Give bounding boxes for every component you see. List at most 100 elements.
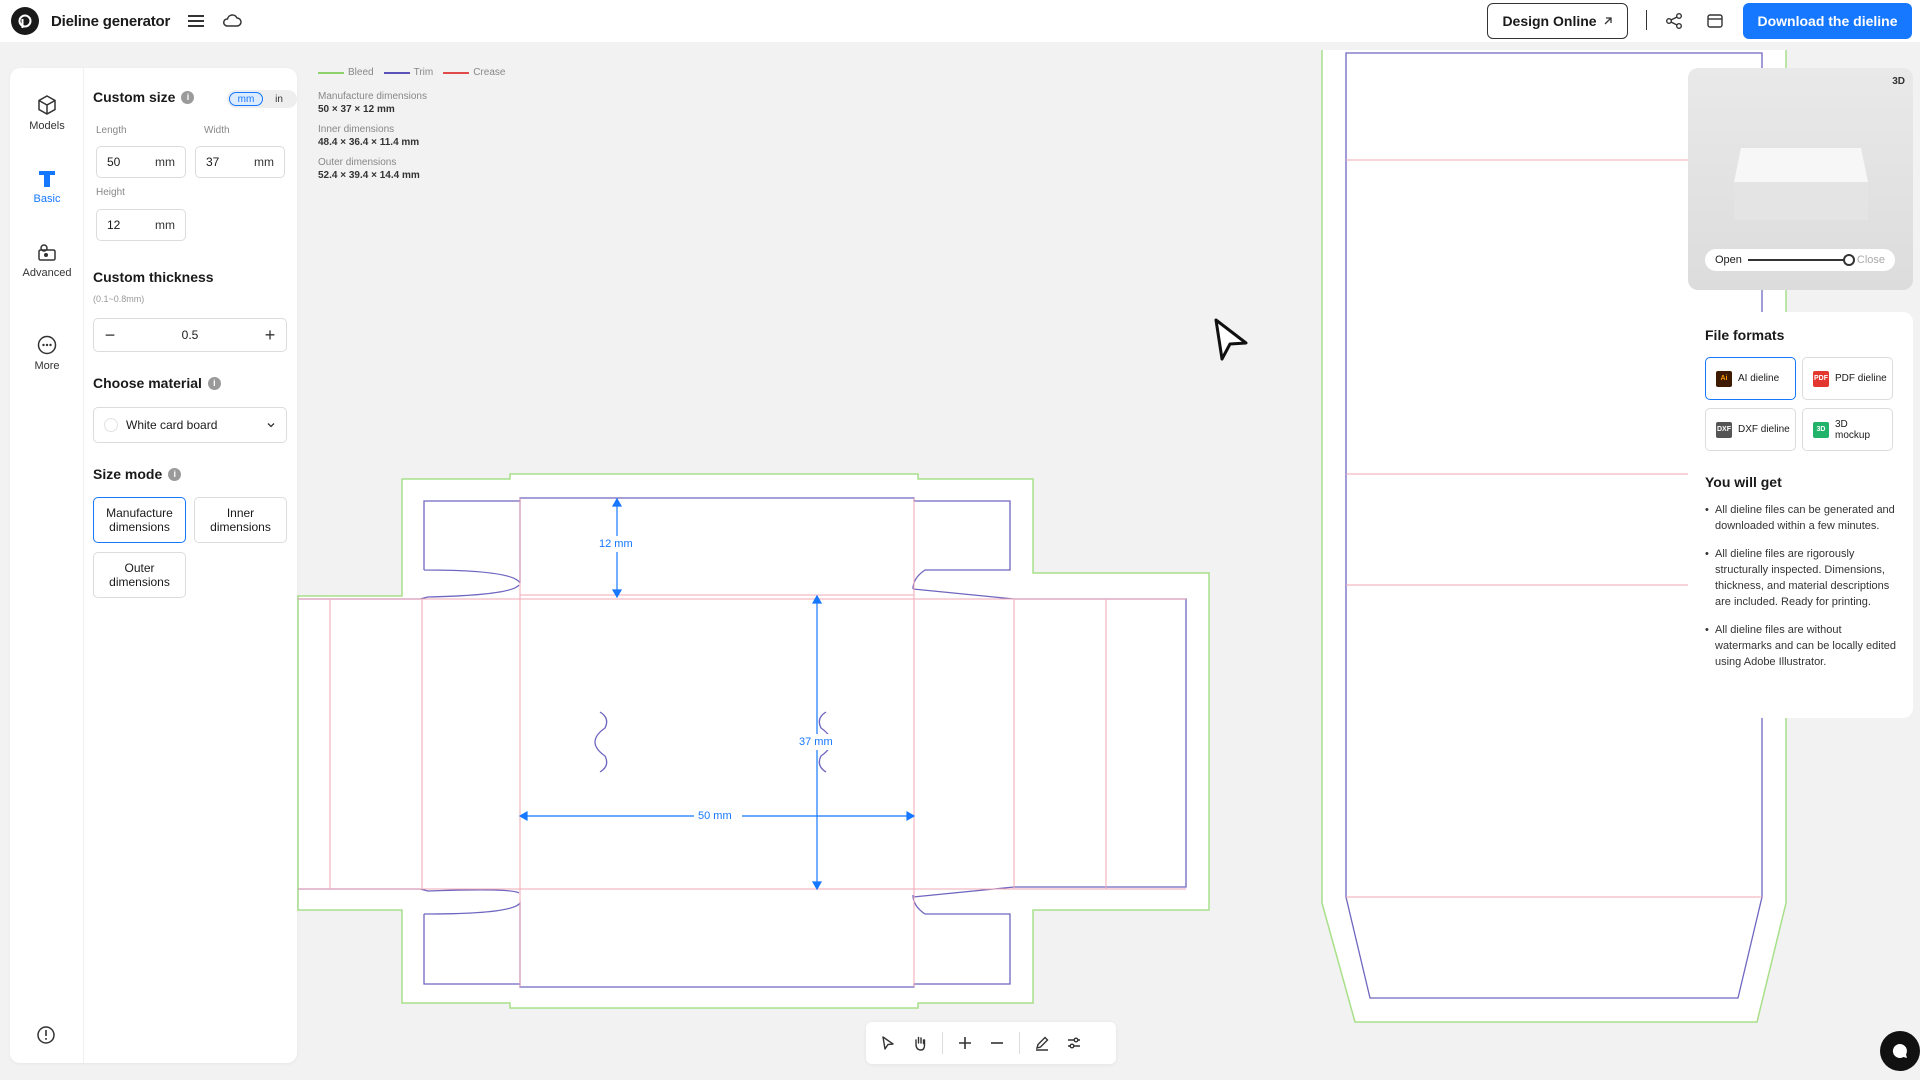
material-title-label: Choose material (93, 375, 202, 391)
info-icon[interactable] (36, 1025, 56, 1045)
format-ai-label: AI dieline (1738, 373, 1780, 384)
mode-manufacture-button[interactable]: Manufacture dimensions (93, 497, 186, 543)
increment-button[interactable]: + (264, 324, 276, 345)
cloud-icon[interactable] (218, 7, 246, 35)
open-label: Open (1715, 254, 1742, 266)
material-title: Choose material i (93, 375, 221, 391)
advanced-icon (38, 244, 56, 261)
thickness-value[interactable]: 0.5 (181, 328, 199, 342)
length-unit: mm (155, 155, 175, 169)
thickness-stepper: − 0.5 + (93, 318, 287, 352)
design-online-label: Design Online (1502, 13, 1597, 29)
chat-button[interactable] (1880, 1031, 1920, 1071)
rail-item-basic[interactable]: Basic (10, 167, 84, 205)
format-3d-mockup-button[interactable]: 3D 3D mockup (1802, 408, 1893, 451)
thickness-hint: (0.1~0.8mm) (93, 294, 145, 304)
material-swatch (104, 418, 118, 432)
line-legend: Bleed Trim Crease (318, 67, 505, 78)
legend-bleed-label: Bleed (348, 67, 374, 78)
thickness-title: Custom thickness (93, 269, 214, 285)
left-panel: Models Basic Advanced More Custom size i… (10, 68, 297, 1063)
dieline-drawing (297, 50, 1787, 1023)
inner-dims-label: Inner dimensions (318, 124, 395, 135)
mode-inner-button[interactable]: Inner dimensions (194, 497, 287, 543)
length-value: 50 (107, 155, 121, 169)
download-dieline-button[interactable]: Download the dieline (1743, 3, 1912, 39)
height-dimension-label: 12 mm (599, 538, 633, 550)
canvas-toolbar (866, 1022, 1116, 1064)
chat-bubble-icon (1892, 1043, 1907, 1058)
mode-outer-button[interactable]: Outer dimensions (93, 552, 186, 598)
rail-item-models[interactable]: Models (10, 94, 84, 132)
share-icon[interactable] (1660, 7, 1688, 35)
benefit-item: All dieline files are without watermarks… (1705, 622, 1901, 670)
trim-swatch (383, 71, 410, 74)
hand-icon (915, 1036, 926, 1051)
cube-icon (38, 95, 56, 115)
height-unit: mm (155, 218, 175, 232)
pan-tool-button[interactable] (906, 1029, 934, 1057)
width-field[interactable]: 37 mm (195, 146, 285, 178)
top-divider (1646, 10, 1647, 30)
size-mode-info-icon[interactable]: i (168, 467, 182, 481)
file-formats-card: File formats Ai AI dieline PDF PDF dieli… (1688, 312, 1913, 718)
width-dimension-label: 37 mm (799, 736, 833, 748)
pointer-icon (882, 1036, 894, 1050)
format-ai-button[interactable]: Ai AI dieline (1705, 357, 1796, 400)
outer-dims-value: 52.4 × 39.4 × 14.4 mm (318, 170, 420, 181)
select-tool-button[interactable] (874, 1029, 902, 1057)
design-online-button[interactable]: Design Online (1487, 3, 1628, 39)
rail-item-more[interactable]: More (10, 334, 84, 372)
dieline-canvas[interactable]: 12 mm 37 mm 50 mm (0, 42, 1920, 1080)
external-link-icon (1604, 17, 1612, 25)
slider-thumb[interactable] (1842, 254, 1855, 266)
toolbar-divider (1019, 1032, 1020, 1054)
more-icon (37, 335, 57, 355)
you-will-get-title: You will get (1705, 474, 1782, 490)
format-dxf-button[interactable]: DXF DXF dieline (1705, 408, 1796, 451)
length-field[interactable]: 50 mm (96, 146, 186, 178)
inner-dims-value: 48.4 × 36.4 × 11.4 mm (318, 137, 420, 148)
benefit-item: All dieline files are rigorously structu… (1705, 546, 1901, 610)
unit-mm-option[interactable]: mm (229, 92, 263, 106)
width-value: 37 (206, 155, 220, 169)
menu-icon[interactable] (182, 7, 210, 35)
thickness-title-label: Custom thickness (93, 269, 214, 285)
format-pdf-button[interactable]: PDF PDF dieline (1802, 357, 1893, 400)
legend-crease: Crease (443, 67, 505, 78)
rail-label-basic: Basic (33, 193, 61, 205)
dxf-file-icon: DXF (1716, 421, 1732, 438)
unit-toggle: mm in (227, 90, 297, 108)
save-icon[interactable] (1701, 7, 1729, 35)
3d-badge[interactable]: 3D (1892, 76, 1905, 87)
edit-tool-button[interactable] (1028, 1029, 1056, 1057)
height-field[interactable]: 12 mm (96, 209, 186, 241)
adjust-tool-button[interactable] (1060, 1029, 1088, 1057)
3d-mockup-icon: 3D (1813, 421, 1829, 438)
app-logo-icon[interactable] (11, 7, 39, 35)
open-close-slider[interactable]: Open Close (1705, 249, 1895, 271)
size-mode-title: Size mode i (93, 466, 182, 482)
length-dimension-label: 50 mm (698, 810, 732, 822)
material-select[interactable]: White card board (93, 407, 287, 443)
height-value: 12 (107, 218, 121, 232)
toolbar-divider (942, 1032, 943, 1054)
width-unit: mm (254, 155, 274, 169)
close-label: Close (1856, 254, 1885, 266)
width-label: Width (204, 125, 230, 136)
custom-size-info-icon[interactable]: i (181, 90, 195, 104)
decrement-button[interactable]: − (104, 324, 116, 345)
unit-in-option[interactable]: in (275, 93, 283, 105)
slider-track[interactable] (1747, 254, 1855, 266)
3d-preview-card[interactable]: 3D Open Close (1688, 68, 1913, 290)
material-info-icon[interactable]: i (207, 376, 221, 390)
manufacture-dims-label: Manufacture dimensions (318, 91, 427, 102)
rail-item-advanced[interactable]: Advanced (10, 241, 84, 279)
format-dxf-label: DXF dieline (1738, 424, 1790, 435)
cursor-arrow-icon (1214, 318, 1248, 361)
app-title: Dieline generator (51, 12, 171, 30)
dimensions-summary: Manufacture dimensions 50 × 37 × 12 mm I… (318, 90, 427, 189)
material-value: White card board (126, 418, 218, 432)
zoom-in-button[interactable] (951, 1029, 979, 1057)
zoom-out-button[interactable] (983, 1029, 1011, 1057)
